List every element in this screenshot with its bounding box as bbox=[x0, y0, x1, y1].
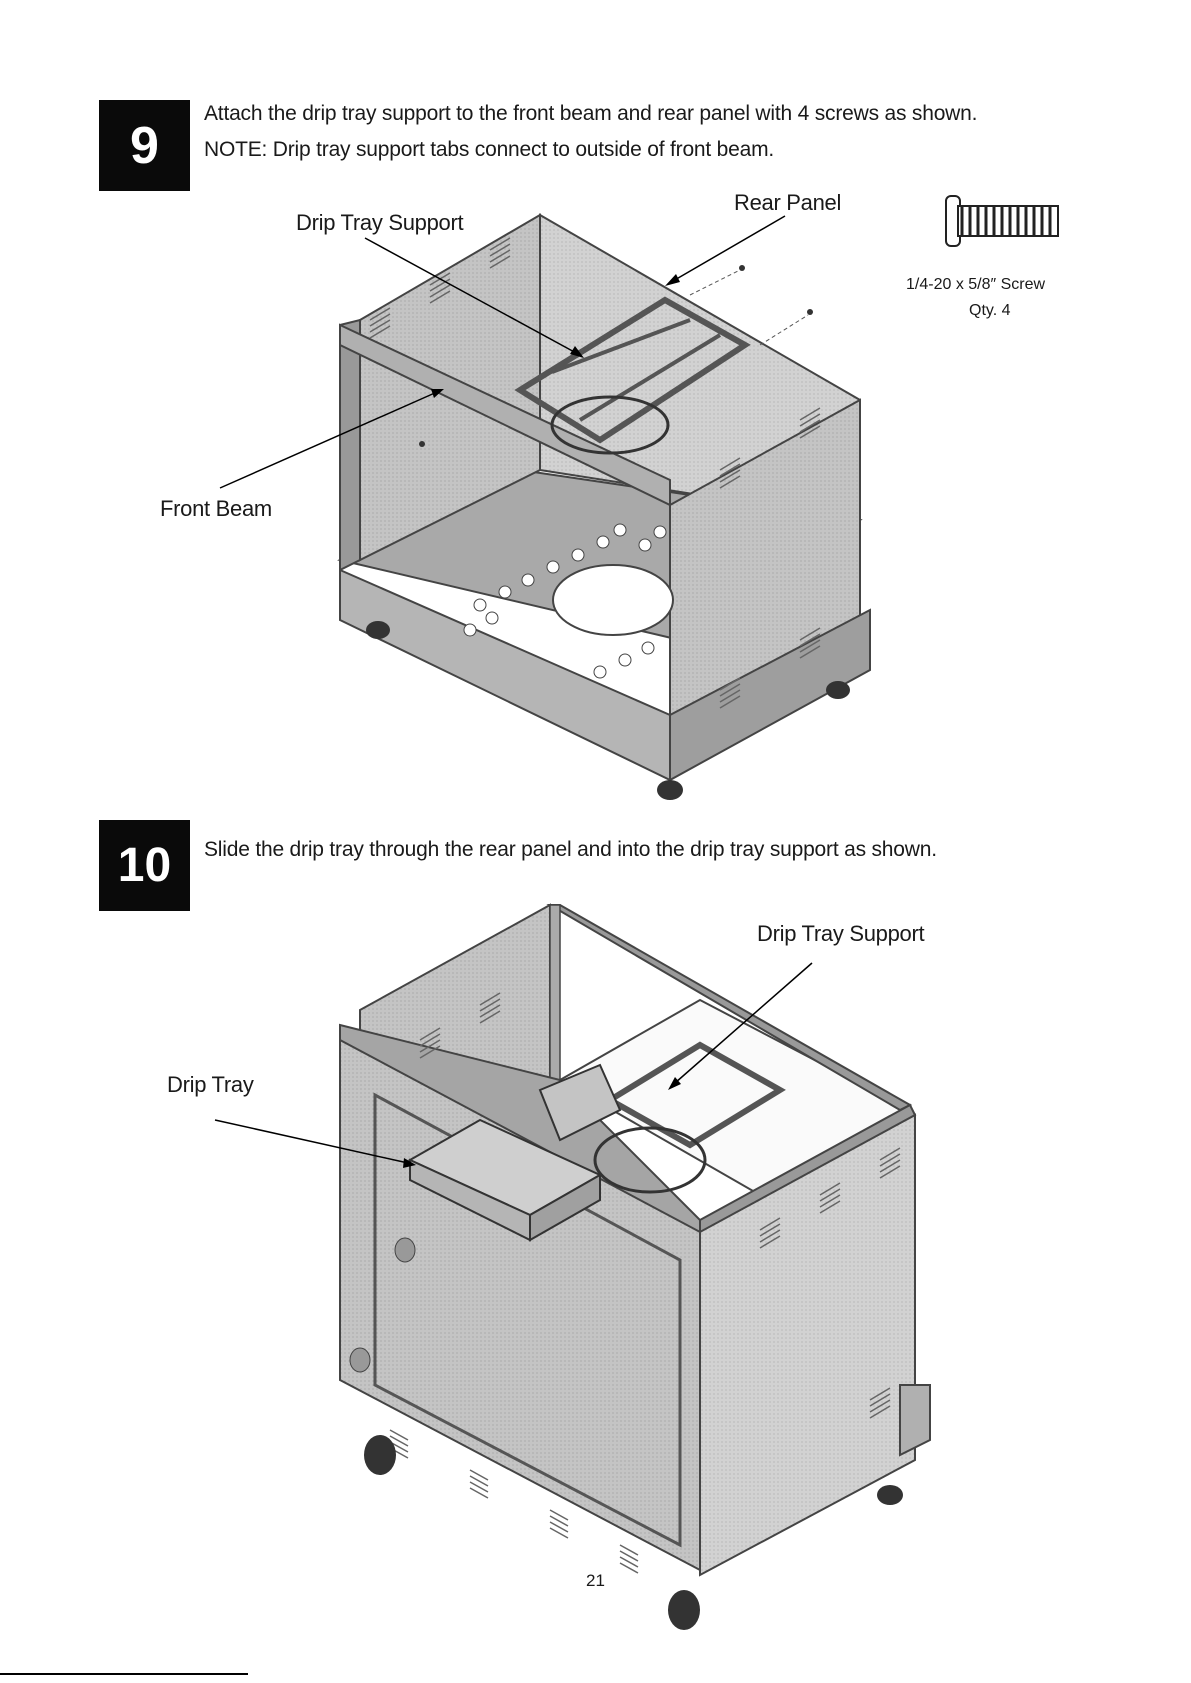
page-number: 21 bbox=[586, 1571, 605, 1590]
footer-rule bbox=[0, 1673, 248, 1675]
step-10-instructions: Slide the drip tray through the rear pan… bbox=[204, 834, 937, 865]
step-10-badge: 10 bbox=[99, 820, 190, 911]
step-9-line-2: NOTE: Drip tray support tabs connect to … bbox=[204, 138, 775, 161]
cabinet-step-9 bbox=[337, 213, 871, 800]
label-rear-panel: Rear Panel bbox=[734, 190, 842, 215]
step-9-line-1: Attach the drip tray support to the fron… bbox=[204, 102, 978, 125]
label-drip-tray-support-10: Drip Tray Support bbox=[757, 921, 925, 946]
step-10-line-1: Slide the drip tray through the rear pan… bbox=[204, 838, 937, 861]
hardware-qty: Qty. 4 bbox=[969, 302, 1011, 319]
step-9-badge: 9 bbox=[99, 100, 190, 191]
screw-icon bbox=[945, 195, 1059, 247]
step-9-number: 9 bbox=[130, 116, 159, 175]
leader-drip-tray-support-9 bbox=[364, 237, 584, 358]
step-9-instructions: Attach the drip tray support to the fron… bbox=[204, 98, 977, 165]
label-drip-tray-support-9: Drip Tray Support bbox=[296, 210, 464, 235]
step-10-number: 10 bbox=[117, 839, 172, 892]
hardware-spec: 1/4-20 x 5/8″ Screw bbox=[906, 276, 1046, 293]
leader-front-beam bbox=[219, 389, 444, 489]
leader-rear-panel bbox=[665, 215, 786, 286]
label-drip-tray: Drip Tray bbox=[167, 1072, 254, 1097]
label-front-beam: Front Beam bbox=[160, 496, 272, 521]
